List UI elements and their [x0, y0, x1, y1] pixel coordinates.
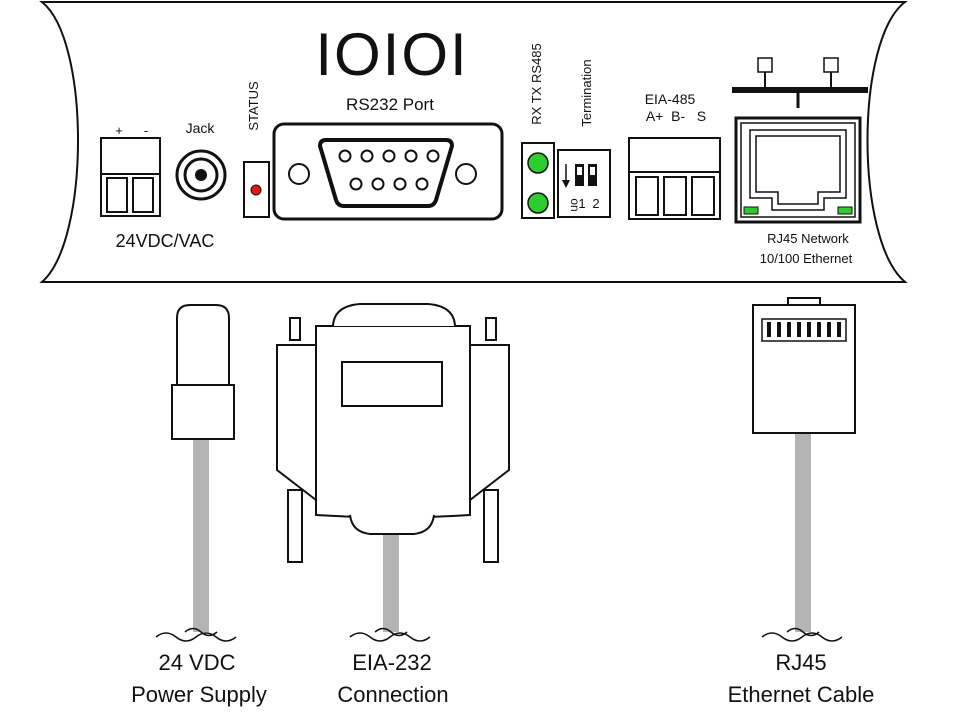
status-indicator: STATUS [243, 81, 270, 218]
power-plus-label: + [115, 123, 123, 138]
ethernet-cable-line2: Ethernet Cable [728, 682, 875, 707]
rs232-label: RS232 Port [346, 95, 434, 114]
rs232-port: RS232 Port [272, 95, 504, 221]
rj45-contact [767, 322, 771, 337]
jack-label: Jack [186, 120, 216, 136]
leds-label: RX TX RS485 [529, 43, 544, 124]
termination-1-label: 1 [578, 196, 585, 211]
termination-label: Termination [579, 59, 594, 126]
db9-pin [338, 149, 352, 163]
power-terminal: + - 24VDC/VAC [100, 123, 215, 251]
rj45-contact [837, 322, 841, 337]
power-minus-label: - [144, 123, 148, 138]
ethernet-cable-line1: RJ45 [775, 650, 826, 675]
db9-pin [360, 149, 374, 163]
rj45-label-line1: RJ45 Network [767, 231, 849, 246]
rj45-contact [807, 322, 811, 337]
eia232-cable: EIA-232 Connection [276, 303, 510, 707]
eia485-title: EIA-485 [645, 91, 696, 107]
rj45-label-line2: 10/100 Ethernet [760, 251, 853, 266]
logo-text: IOIOI [315, 21, 468, 88]
power-cable-line2: Power Supply [131, 682, 267, 707]
db9-pin [371, 177, 385, 191]
rj45-contact [827, 322, 831, 337]
power-caption: 24VDC/VAC [116, 231, 215, 251]
rj45-contact [817, 322, 821, 337]
rx-tx-leds: RX TX RS485 [521, 43, 555, 219]
rx-led [527, 152, 549, 174]
power-cable-line1: 24 VDC [158, 650, 235, 675]
power-supply-cable: 24 VDC Power Supply [131, 304, 267, 707]
termination-switch: Termination on 1 2 [557, 59, 611, 218]
tx-led [527, 192, 549, 214]
status-label: STATUS [246, 81, 261, 131]
eia232-cable-line2: Connection [337, 682, 448, 707]
db9-pin-group [338, 149, 440, 191]
ethernet-cable: RJ45 Ethernet Cable [728, 297, 875, 707]
eia485-pins: A+ B- S [646, 108, 706, 124]
rj45-activity-led [837, 206, 853, 215]
status-led [250, 184, 262, 196]
db9-pin [393, 177, 407, 191]
eia485-terminal: EIA-485 A+ B- S [628, 91, 721, 220]
rj45-plug-contacts [767, 322, 841, 337]
rj45-link-led [743, 206, 759, 215]
rj45-contact [787, 322, 791, 337]
power-jack: Jack [175, 120, 227, 201]
termination-2-label: 2 [592, 196, 599, 211]
db9-pin [404, 149, 418, 163]
rj45-contact [777, 322, 781, 337]
rj45-contact [797, 322, 801, 337]
db9-pin [415, 177, 429, 191]
db9-pin [382, 149, 396, 163]
termination-on-label: on [568, 198, 582, 211]
db9-pin [426, 149, 440, 163]
db9-pin [349, 177, 363, 191]
eia232-cable-line1: EIA-232 [352, 650, 432, 675]
rj45-network-port: RJ45 Network 10/100 Ethernet [732, 57, 868, 266]
